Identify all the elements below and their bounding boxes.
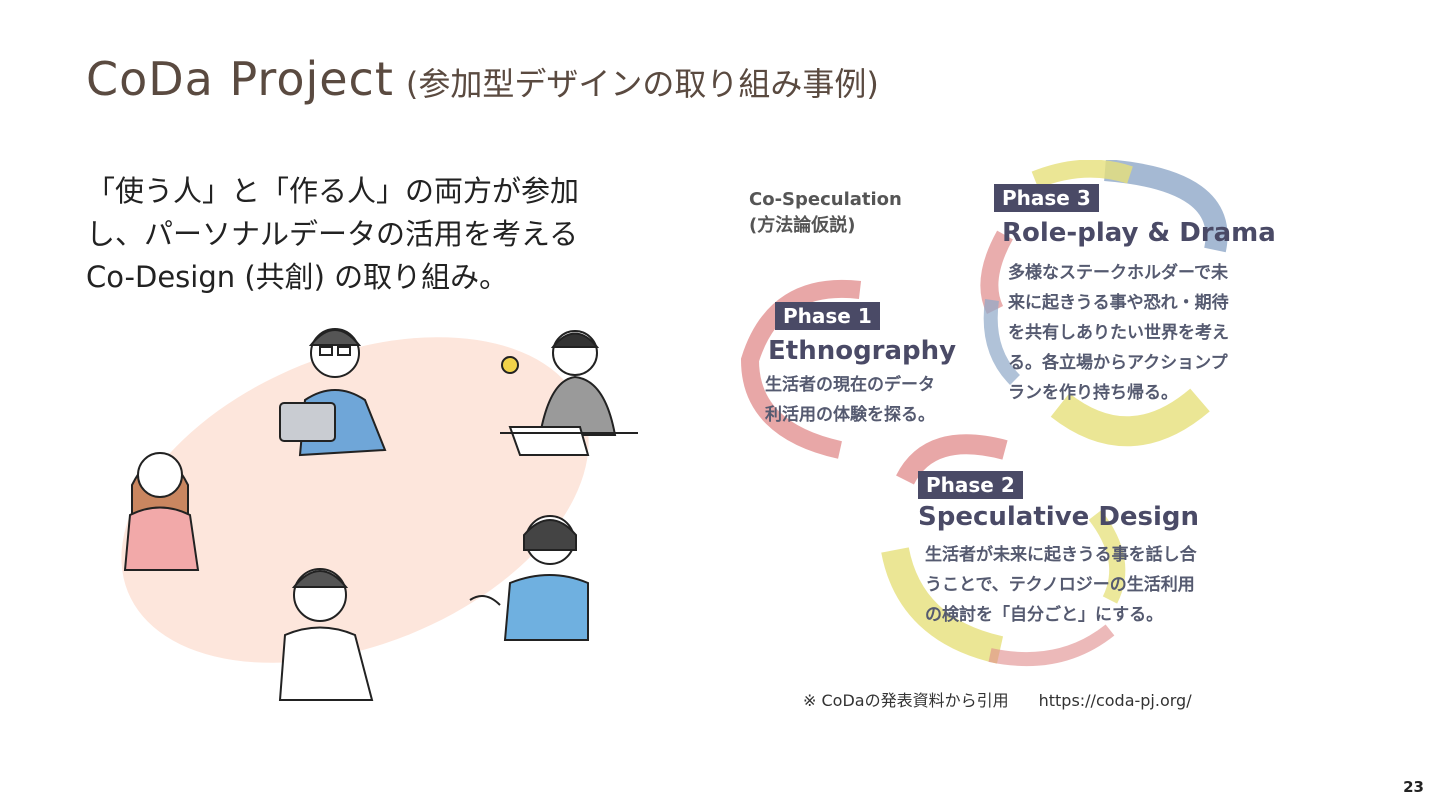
swirl-pink-phase1 [740,279,862,459]
phase-3-desc-line: ランを作り持ち帰る。 [1008,383,1178,403]
person-thinking-woman [123,452,200,571]
phase-1-badge: Phase 1 [775,302,880,330]
phase-1-name: Ethnography [768,336,957,366]
phase-3-badge: Phase 3 [994,184,1099,212]
swirl-yellow-phase2 [881,547,1004,664]
co-speculation-title: Co-Speculation [749,189,902,210]
person-at-laptop [500,330,638,456]
co-speculation-diagram [740,160,1228,667]
phase-3-description: 多様なステークホルダーで未 来に起きうる事や恐れ・期待 を共有しありたい世界を考… [1008,258,1229,408]
phase-3-desc-line: 来に起きうる事や恐れ・期待 [1008,293,1229,313]
phase-2-badge: Phase 2 [918,471,1023,499]
swirl-yellow-bottom [1050,388,1210,447]
lead-line-3: Co-Design (共創) の取り組み。 [86,260,509,294]
phase-3-desc-line: を共有しありたい世界を考え [1008,323,1229,343]
phase-2-name: Speculative Design [918,502,1200,532]
participants-illustration [121,328,638,701]
lead-line-1: 「使う人」と「作る人」の両方が参加 [86,174,580,208]
background-blob [121,337,589,663]
co-speculation-heading: Co-Speculation (方法論仮説) [749,187,902,239]
phase-2-description: 生活者が未来に起きうる事を話し合 うことで、テクノロジーの生活利用 の検討を「自… [925,540,1197,630]
phase-3-desc-line: 多様なステークホルダーで未 [1008,263,1228,283]
source-note: ※ CoDaの発表資料から引用 [803,691,1009,710]
person-with-tablet [279,328,387,457]
phase-1-desc-line: 利活用の体験を探る。 [765,405,935,425]
lead-line-2: し、パーソナルデータの活用を考える [86,217,579,251]
person-explaining-woman [469,515,589,641]
phase-2-desc-line: 生活者が未来に起きうる事を話し合 [925,545,1197,565]
person-thinking-man [278,568,374,701]
slide-title: CoDa Project (参加型デザインの取り組み事例) [86,52,879,106]
swirl-yellow-top [1031,160,1133,189]
swirl-blue-left [983,299,1021,385]
phase-3-name: Role-play & Drama [1002,218,1276,248]
swirl-pink-phase2-bottom [988,624,1115,667]
lead-text: 「使う人」と「作る人」の両方が参加 し、パーソナルデータの活用を考える Co-D… [86,170,646,299]
swirl-blue [1104,160,1228,253]
swirl-yellow-phase2-right [1088,510,1126,604]
title-main: CoDa Project [86,52,394,106]
page-number: 23 [1403,778,1424,796]
phase-2-desc-line: の検討を「自分ごと」にする。 [925,605,1164,625]
source-url[interactable]: https://coda-pj.org/ [1038,691,1192,710]
source-caption: ※ CoDaの発表資料から引用 https://coda-pj.org/ [803,687,1192,711]
phase-3-desc-line: る。各立場からアクションプ [1008,353,1228,373]
co-speculation-subtitle: (方法論仮説) [749,215,856,236]
title-sub: (参加型デザインの取り組み事例) [405,65,879,103]
phase-2-desc-line: うことで、テクノロジーの生活利用 [925,575,1195,595]
phase-1-desc-line: 生活者の現在のデータ [765,375,935,395]
phase-1-description: 生活者の現在のデータ 利活用の体験を探る。 [765,370,935,430]
swirl-pink-phase2 [896,434,1008,485]
